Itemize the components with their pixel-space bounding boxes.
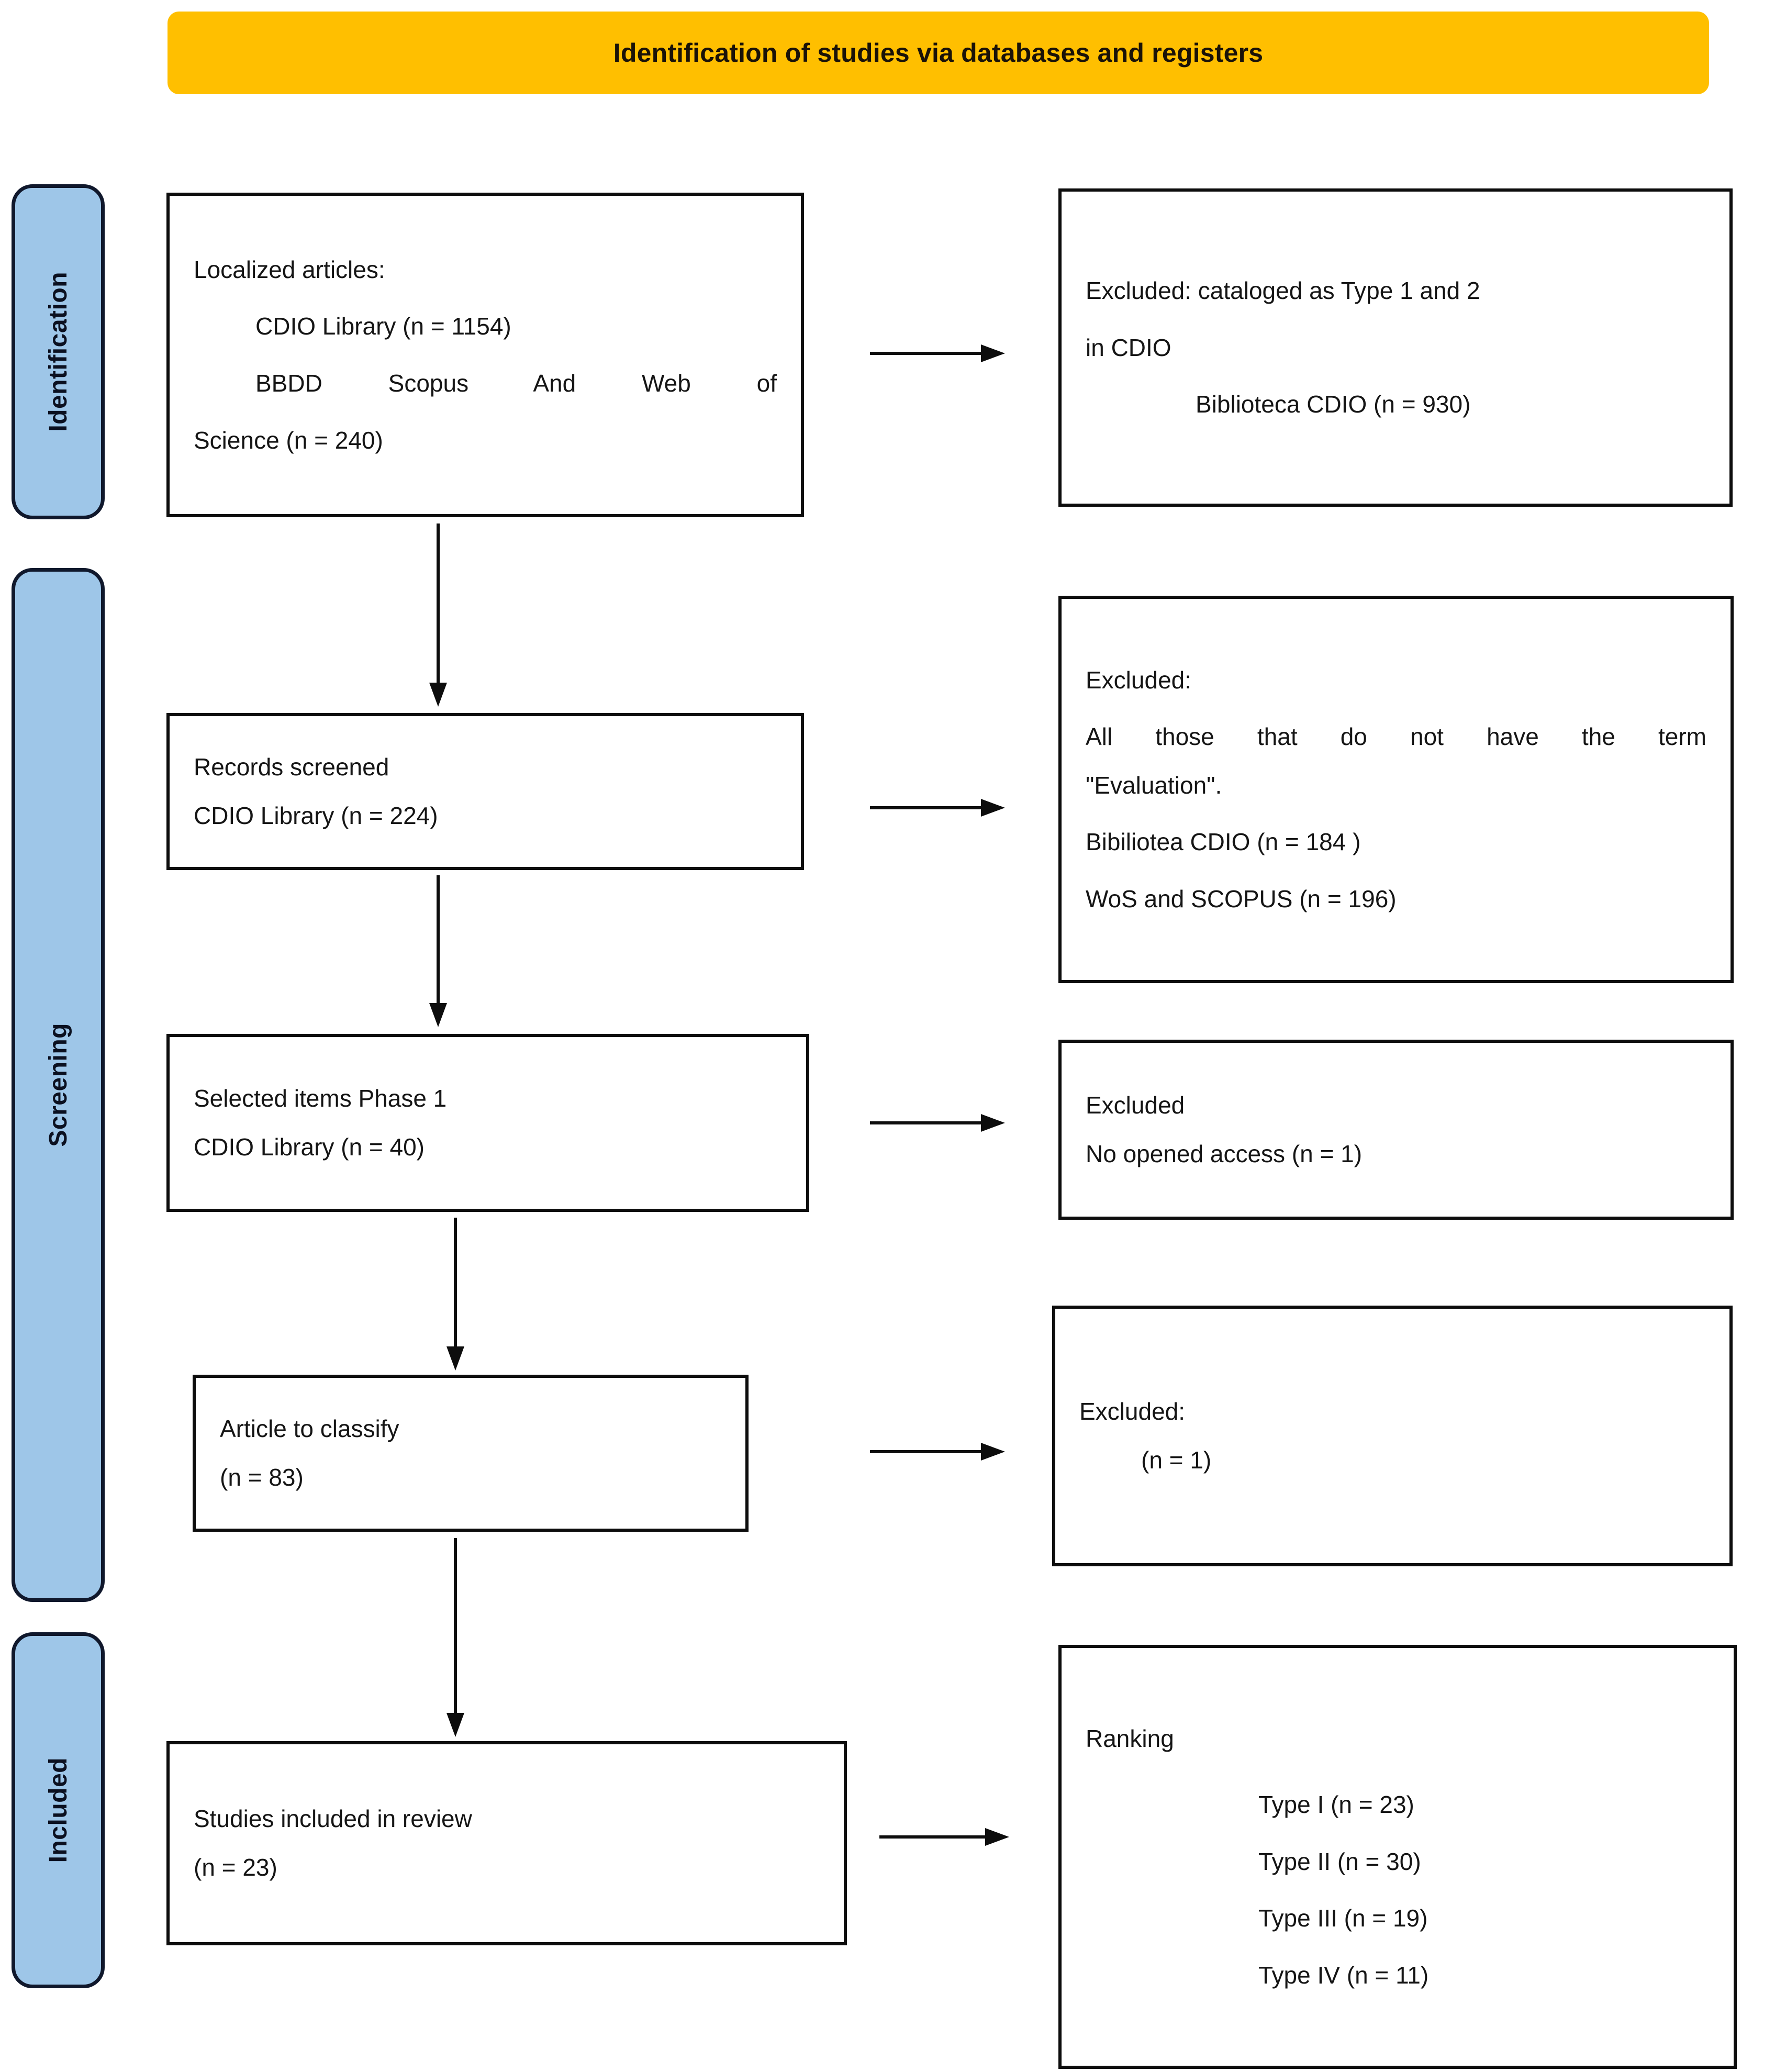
arrow-head-down-icon (446, 1346, 464, 1371)
arrow-head-down-icon (446, 1713, 464, 1737)
selected-phase1-line-2: CDIO Library (n = 40) (194, 1133, 425, 1161)
arrow-classify-to-excluded-one (870, 1439, 1005, 1465)
included-line-1: Studies included in review (194, 1805, 472, 1833)
box-records-screened: Records screened CDIO Library (n = 224) (166, 713, 804, 870)
arrow-head-down-icon (429, 683, 447, 707)
box-article-to-classify: Article to classify (n = 83) (193, 1375, 749, 1532)
excluded-eval-line-1: Excluded: (1086, 666, 1192, 694)
stage-rail-screening: Screening (12, 568, 105, 1602)
arrow-shaft (437, 875, 440, 1005)
arrow-classify-to-included (442, 1538, 468, 1737)
box-excluded-one: Excluded: (n = 1) (1052, 1306, 1733, 1566)
selected-phase1-line-1: Selected items Phase 1 (194, 1085, 447, 1112)
excluded-type-line-3: Biblioteca CDIO (n = 930) (1196, 391, 1471, 418)
arrow-head-right-icon (981, 344, 1005, 362)
stage-label-included: Included (44, 1757, 72, 1863)
arrow-shaft (437, 523, 440, 685)
excluded-one-line-2: (n = 1) (1141, 1446, 1212, 1474)
excluded-one-line-1: Excluded: (1079, 1398, 1186, 1425)
excluded-eval-line-3: "Evaluation". (1086, 771, 1222, 799)
arrow-screened-to-excluded-evaluation (870, 795, 1005, 821)
localized-line-2: CDIO Library (n = 1154) (255, 313, 511, 340)
arrow-head-right-icon (981, 799, 1005, 817)
records-screened-line-1: Records screened (194, 753, 389, 781)
box-excluded-no-opened-access: Excluded No opened access (n = 1) (1058, 1040, 1734, 1220)
box-localized-articles: Localized articles: CDIO Library (n = 11… (166, 193, 804, 517)
arrow-head-right-icon (985, 1828, 1009, 1846)
arrow-shaft (870, 1450, 983, 1453)
arrow-screened-to-selected (425, 875, 451, 1027)
arrow-head-right-icon (981, 1114, 1005, 1132)
arrow-selected-to-excluded-access (870, 1110, 1005, 1136)
ranking-type-3: Type III (n = 19) (1258, 1904, 1428, 1932)
arrow-shaft (454, 1538, 457, 1715)
arrow-head-down-icon (429, 1003, 447, 1027)
box-excluded-type-1-and-2: Excluded: cataloged as Type 1 and 2 in C… (1058, 188, 1733, 507)
excluded-access-line-1: Excluded (1086, 1091, 1185, 1119)
excluded-access-line-2: No opened access (n = 1) (1086, 1140, 1363, 1167)
classify-line-2: (n = 83) (220, 1464, 304, 1491)
arrow-selected-to-classify (442, 1218, 468, 1371)
stage-label-identification: Identification (44, 272, 72, 432)
localized-line-3: BBDD Scopus And Web of (255, 370, 777, 397)
ranking-type-2: Type II (n = 30) (1258, 1847, 1421, 1875)
stage-rail-identification: Identification (12, 184, 105, 519)
arrow-shaft (870, 352, 983, 355)
excluded-type-line-2: in CDIO (1086, 333, 1171, 361)
records-screened-line-2: CDIO Library (n = 224) (194, 802, 438, 829)
excluded-eval-line-5: WoS and SCOPUS (n = 196) (1086, 885, 1397, 912)
ranking-type-4: Type IV (n = 11) (1258, 1961, 1429, 1989)
diagram-title: Identification of studies via databases … (613, 38, 1264, 68)
stage-rail-included: Included (12, 1632, 105, 1988)
arrow-shaft (870, 1121, 983, 1124)
localized-line-1: Localized articles: (194, 255, 385, 283)
arrow-localized-to-screened (425, 523, 451, 707)
included-line-2: (n = 23) (194, 1854, 277, 1881)
excluded-type-line-1: Excluded: cataloged as Type 1 and 2 (1086, 277, 1480, 305)
classify-line-1: Article to classify (220, 1415, 399, 1443)
arrow-shaft (454, 1218, 457, 1349)
arrow-included-to-ranking (879, 1824, 1009, 1850)
arrow-head-right-icon (981, 1443, 1005, 1461)
arrow-shaft (879, 1835, 987, 1839)
arrow-localized-to-excluded-type (870, 340, 1005, 366)
box-ranking: Ranking Type I (n = 23) Type II (n = 30)… (1058, 1645, 1737, 2069)
box-selected-items-phase-1: Selected items Phase 1 CDIO Library (n =… (166, 1034, 809, 1212)
ranking-line-1: Ranking (1086, 1724, 1174, 1752)
box-studies-included-in-review: Studies included in review (n = 23) (166, 1741, 847, 1945)
box-excluded-no-evaluation-term: Excluded: All those that do not have the… (1058, 596, 1734, 983)
excluded-eval-line-4: Bibiliotea CDIO (n = 184 ) (1086, 828, 1361, 856)
stage-label-screening: Screening (44, 1023, 72, 1147)
localized-line-4: Science (n = 240) (194, 426, 383, 454)
ranking-type-1: Type I (n = 23) (1258, 1791, 1414, 1819)
excluded-eval-line-2: All those that do not have the term (1086, 723, 1706, 751)
diagram-header-banner: Identification of studies via databases … (168, 12, 1709, 94)
arrow-shaft (870, 806, 983, 809)
